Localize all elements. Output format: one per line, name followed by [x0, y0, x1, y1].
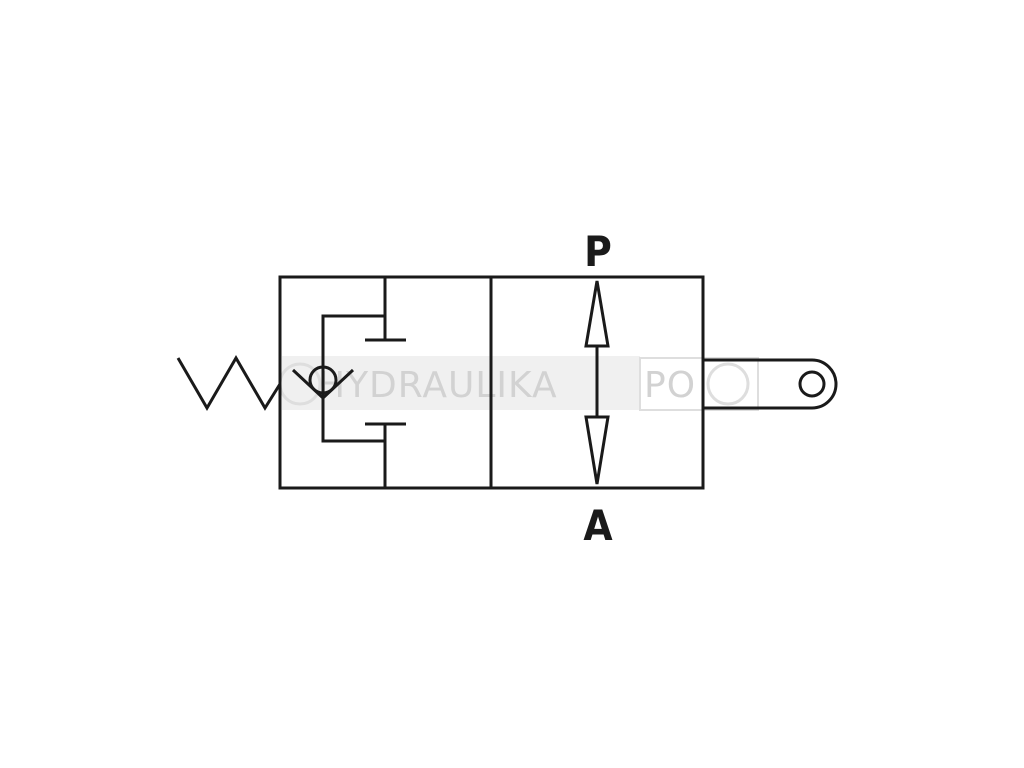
left-envelope-internals [291, 277, 406, 488]
spring-icon [176, 355, 282, 411]
bypass-line [321, 314, 385, 443]
roller-pin [798, 370, 826, 398]
watermark-text-box: PO [644, 365, 696, 406]
bidirectional-arrow-icon [584, 280, 610, 485]
arrow-head-up [584, 280, 610, 348]
watermark: HYDRAULIKA PO [278, 356, 759, 411]
watermark-box [639, 357, 759, 411]
check-valve-icon [291, 365, 355, 401]
port-label-p: P [584, 227, 612, 276]
watermark-text-main: HYDRAULIKA [318, 365, 558, 406]
watermark-band [282, 356, 640, 410]
watermark-circle-right [706, 362, 750, 406]
roller-actuator-icon [703, 358, 838, 410]
roller-arm [703, 358, 838, 410]
port-label-a: A [583, 501, 613, 550]
arrow-head-down [584, 415, 610, 485]
